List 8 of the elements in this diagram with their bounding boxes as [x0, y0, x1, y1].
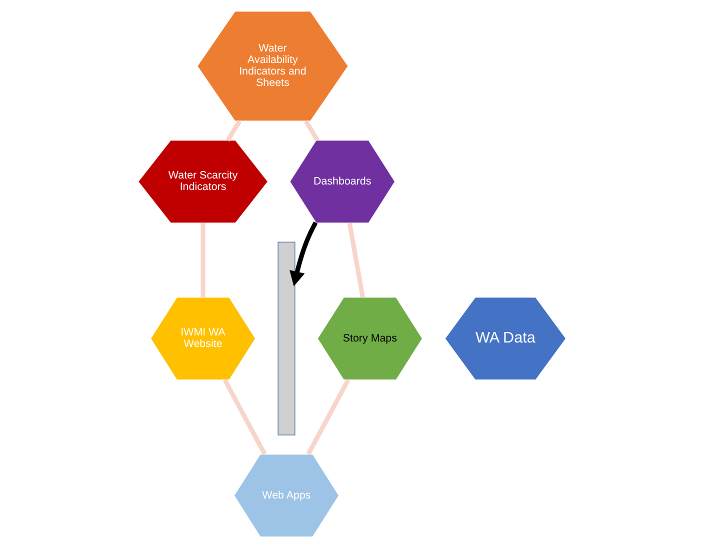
- connector: [304, 120, 320, 142]
- connector: [347, 222, 365, 298]
- node-box: [278, 242, 296, 436]
- arrow: [290, 221, 318, 286]
- connector: [200, 223, 206, 298]
- connector: [222, 378, 267, 456]
- connector: [226, 120, 242, 142]
- connector: [306, 378, 350, 456]
